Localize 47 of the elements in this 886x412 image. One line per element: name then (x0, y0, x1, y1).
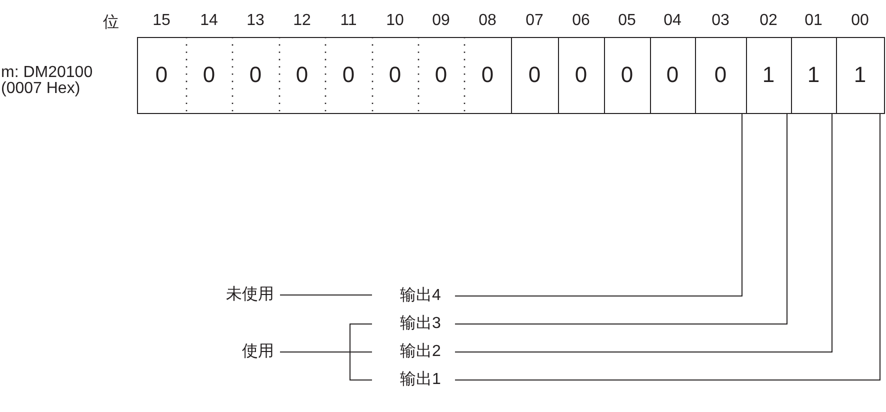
bit-value: 0 (650, 37, 695, 113)
bit-number: 14 (199, 12, 219, 30)
bit-value: 0 (372, 37, 418, 113)
bit-number: 08 (478, 12, 498, 30)
axis-label: 位 (102, 13, 120, 33)
bit-value: 0 (418, 37, 464, 113)
bit-value: 1 (791, 37, 836, 113)
bit-value: 0 (511, 37, 558, 113)
register-label: m: DM20100 (1, 64, 93, 81)
output-label: 输出4 (372, 285, 455, 307)
bit-number: 04 (662, 12, 682, 30)
bit-number: 11 (339, 12, 358, 30)
bit-number: 07 (524, 12, 544, 30)
bit-number: 09 (431, 12, 451, 30)
leader-line (454, 112, 788, 324)
bracket-line (280, 352, 372, 380)
bit-value: 1 (836, 37, 884, 113)
bracket-line (280, 294, 372, 296)
bit-value: 0 (232, 37, 279, 113)
bit-value: 0 (604, 37, 650, 113)
bit-number: 01 (804, 12, 824, 30)
bit-number: 03 (710, 12, 730, 30)
status-label: 未使用 (200, 284, 280, 306)
bit-number: 02 (758, 12, 778, 30)
bit-number: 00 (850, 12, 870, 30)
bit-value: 1 (746, 37, 791, 113)
bit-value: 0 (464, 37, 511, 113)
register-label: (0007 Hex) (1, 80, 80, 97)
status-label: 使用 (220, 341, 280, 363)
output-label: 输出3 (372, 313, 455, 335)
bit-number: 06 (571, 12, 591, 30)
bit-value: 0 (695, 37, 746, 113)
leader-line (454, 112, 832, 352)
bit-value: 0 (325, 37, 372, 113)
bit-value: 0 (186, 37, 232, 113)
leader-line (454, 112, 742, 296)
bit-number: 12 (292, 12, 312, 30)
output-label: 输出2 (372, 341, 455, 363)
output-label: 输出1 (372, 369, 455, 391)
leader-line (454, 112, 880, 380)
bit-number: 13 (246, 12, 266, 30)
bit-number: 15 (152, 12, 172, 30)
bit-number: 10 (385, 12, 405, 30)
bit-value: 0 (558, 37, 604, 113)
bit-value: 0 (137, 37, 186, 113)
bit-value: 0 (279, 37, 325, 113)
bit-number: 05 (617, 12, 637, 30)
